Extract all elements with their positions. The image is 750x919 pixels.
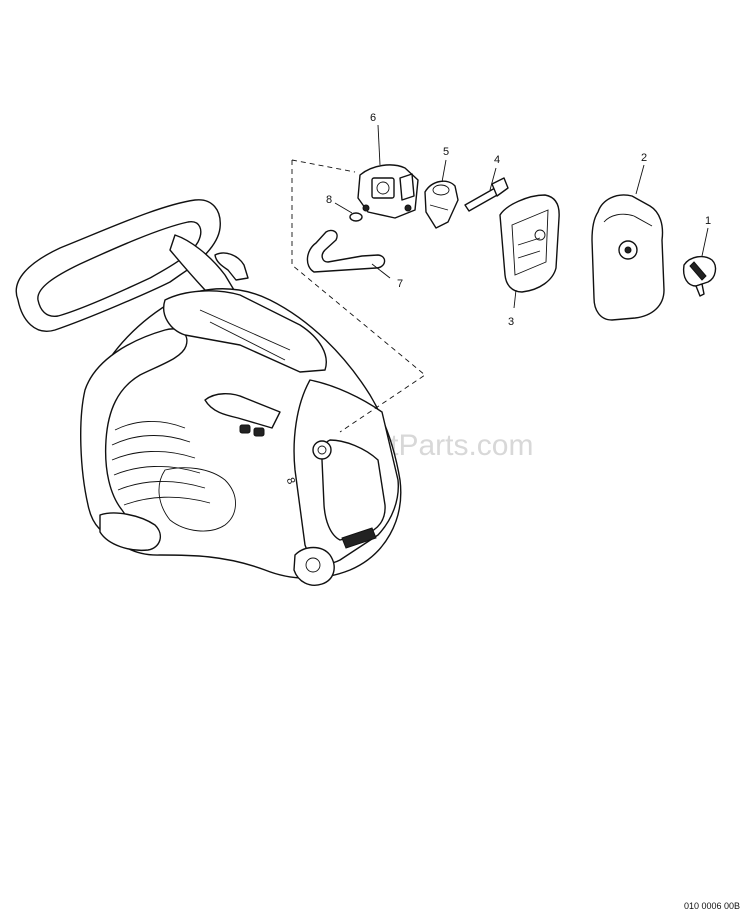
svg-text:8: 8 [284,476,297,486]
knob-part [682,255,717,297]
callout-1: 1 [705,215,711,227]
callout-3: 3 [508,316,514,328]
air-filter-part [499,194,560,293]
callout-8: 8 [326,194,332,206]
callout-4: 4 [494,154,500,166]
intake-elbow-part [424,180,459,229]
carburetor-part [357,164,419,219]
callout-5: 5 [443,146,449,158]
leader-lines [334,124,709,309]
plug-part [349,212,363,222]
dashed-bracket [291,159,426,433]
callout-2: 2 [641,152,647,164]
filter-cover-part [591,194,665,321]
chainsaw-body: 8 [15,199,402,586]
hose-part [306,229,386,273]
callout-6: 6 [370,112,376,124]
reference-code: 010 0006 00B [683,901,740,911]
bolt-part [464,177,509,212]
callout-7: 7 [397,278,403,290]
